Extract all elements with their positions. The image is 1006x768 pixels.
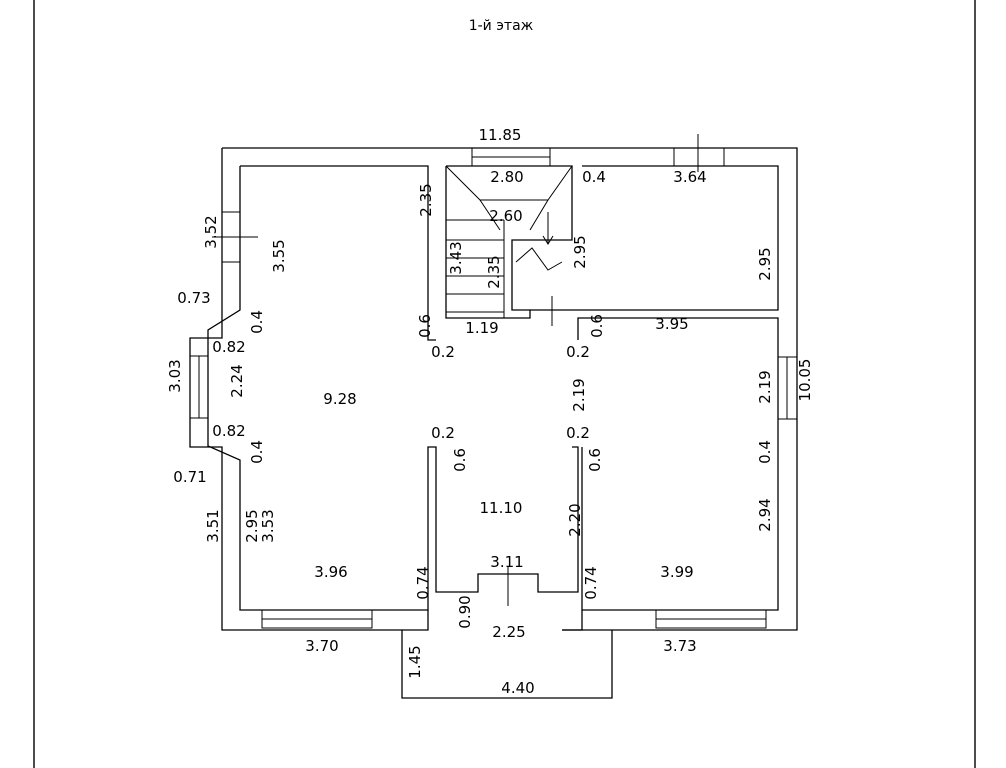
dim-stair-right: 2.35 [485, 255, 503, 288]
inner-wall-right [530, 165, 779, 311]
dim-wall-02-c: 0.2 [431, 424, 455, 442]
dim-room-bl-h2: 3.53 [259, 509, 277, 542]
dim-bottom-right-width: 3.73 [663, 637, 696, 655]
window-top-right [673, 147, 725, 167]
dim-door-width: 3.11 [490, 553, 523, 571]
dim-wall-02-b: 0.2 [566, 343, 590, 361]
dim-seg-06-c: 0.6 [451, 448, 469, 472]
dim-offset-073: 0.73 [177, 289, 210, 307]
dim-offset-071: 0.71 [173, 468, 206, 486]
dim-left-window: 3.52 [202, 215, 220, 248]
dim-stair-left: 3.43 [447, 241, 465, 274]
dim-seg-219-a: 2.19 [570, 378, 588, 411]
dim-offset-082-a: 0.82 [212, 338, 245, 356]
dim-room-br-h: 2.94 [756, 498, 774, 531]
dim-seg-074-b: 0.74 [582, 566, 600, 599]
dim-stair-top: 2.80 [490, 168, 523, 186]
stair-diag-left [479, 199, 501, 231]
dim-room-br-width: 3.99 [660, 563, 693, 581]
dim-left-lower: 3.51 [204, 509, 222, 542]
dim-seg-04-b: 0.4 [248, 440, 266, 464]
stair-arrow-head [542, 235, 554, 245]
stair-outline [445, 165, 573, 319]
dim-offset-082-b: 0.82 [212, 422, 245, 440]
stair-top-triangle [445, 165, 573, 201]
floor-title: 1-й этаж [469, 18, 534, 34]
dim-room-bl-h1: 2.95 [243, 509, 261, 542]
dim-bay-width: 3.03 [166, 359, 184, 392]
dim-center-area: 11.10 [480, 499, 523, 517]
porch-inner-right [562, 610, 583, 631]
dim-porch-090: 0.90 [456, 595, 474, 628]
outer-wall [189, 147, 798, 699]
dim-wall-02-d: 0.2 [566, 424, 590, 442]
dim-room-tl-height: 3.55 [270, 239, 288, 272]
dim-bottom-left-width: 3.70 [305, 637, 338, 655]
dim-hall-area: 9.28 [323, 390, 356, 408]
dim-seg-219-b: 2.19 [756, 370, 774, 403]
dim-room-tr-height: 2.95 [756, 247, 774, 280]
dim-seg-04-c: 0.4 [756, 440, 774, 464]
dim-overall-width: 11.85 [479, 126, 522, 144]
inner-wall [240, 165, 436, 341]
dim-porch-depth: 1.45 [406, 645, 424, 678]
dim-seg-224: 2.24 [228, 364, 246, 397]
dim-seg-04-a: 0.4 [248, 310, 266, 334]
stair-zigzag [515, 247, 563, 271]
dim-left-upper-wall: 2.35 [417, 183, 435, 216]
dim-stair-bottom: 1.19 [465, 319, 498, 337]
porch-inner [402, 610, 429, 631]
dim-seg-06-a: 0.6 [416, 314, 434, 338]
dim-overall-height: 10.05 [796, 359, 814, 402]
dim-porch-width: 2.25 [492, 623, 525, 641]
dim-seg-06-b: 0.6 [588, 314, 606, 338]
dim-seg-074-a: 0.74 [414, 566, 432, 599]
dim-seg-220: 2.20 [566, 503, 584, 536]
inner-wall-right-lower [577, 317, 779, 611]
dim-porch-total: 4.40 [501, 679, 534, 697]
stair-diag-right [529, 199, 549, 231]
dim-room-bl-width: 3.96 [314, 563, 347, 581]
dim-wall-02-a: 0.2 [431, 343, 455, 361]
dim-gap-04: 0.4 [582, 168, 606, 186]
dim-room-right-width: 3.95 [655, 315, 688, 333]
dim-stair-depth: 2.95 [571, 235, 589, 268]
dim-window-top-right: 3.64 [673, 168, 706, 186]
dim-stair-inner: 2.60 [489, 207, 522, 225]
dim-seg-06-d: 0.6 [586, 448, 604, 472]
